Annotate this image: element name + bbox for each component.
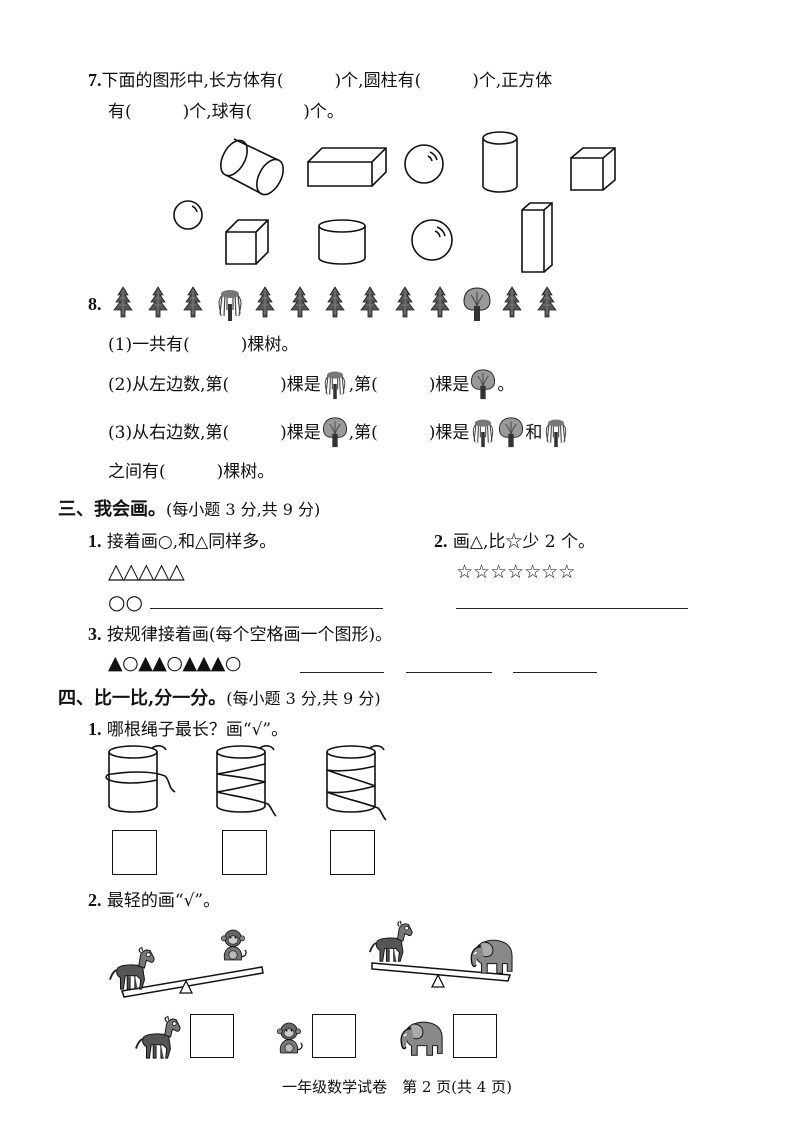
q8-sub2: (2)从左边数,第( )棵是 ,第( )棵是 。 (108, 373, 514, 398)
answer-box-monkey[interactable] (312, 1014, 356, 1058)
tall-cuboid-shape (521, 202, 553, 273)
s3-q3-number: 3. (88, 624, 102, 644)
monkey-icon (220, 929, 247, 961)
sphere-shape (411, 219, 453, 261)
sphere-small-shape (173, 200, 203, 230)
willow-tree-icon (542, 422, 570, 446)
s4-q1-text: 哪根绳子最长？画“√”。 (106, 720, 289, 740)
rope-cylinder-2 (216, 745, 277, 817)
s3-q1-start-circles: ○○ (108, 590, 143, 614)
willow-tree-icon (469, 422, 497, 446)
pine-tree-icon (148, 286, 168, 318)
pine-tree-icon (113, 286, 133, 318)
page-footer: 一年级数学试卷 第 2 页(共 4 页) (282, 1078, 512, 1096)
cylinder-upright-shape (482, 131, 518, 193)
answer-box-rope-2[interactable] (222, 830, 267, 875)
s3-q2-number: 2. (434, 531, 448, 551)
section4-header: 四、比一比,分一分。(每小题 3 分,共 9 分) (58, 684, 381, 710)
q8-sub3: (3)从右边数,第( )棵是 ,第( )棵是 和 (108, 421, 570, 446)
s4-q2-number: 2. (88, 890, 102, 910)
cube-shape (225, 219, 269, 265)
q8-sub3-line2: 之间有( )棵树。 (108, 462, 275, 482)
answer-box-elephant[interactable] (453, 1014, 497, 1058)
monkey-icon (276, 1022, 303, 1054)
q8-sub2-part-a: (2)从左边数,第( )棵是 (108, 375, 321, 395)
rope-cylinders (105, 745, 387, 821)
q8-sub2-part-b: ,第( )棵是 (348, 375, 470, 395)
seesaw-scenes (108, 919, 513, 998)
round-tree-icon (497, 422, 525, 446)
q7-number: 7. (88, 70, 102, 90)
pine-tree-icon (502, 286, 522, 318)
s4-q1-number: 1. (88, 719, 102, 739)
willow-tree-icon (218, 289, 242, 322)
q8-sub3-part-c: 和 (525, 423, 543, 443)
pine-tree-icon (255, 286, 275, 318)
s3-q2-given-stars: ☆☆☆☆☆☆☆ (456, 561, 576, 583)
s3-q3-blank-1[interactable] (300, 672, 384, 673)
pine-tree-icon (290, 286, 310, 318)
q8-sub1: (1)一共有( )棵树。 (108, 335, 299, 355)
cube-shape (570, 147, 616, 191)
s3-q1-text: 接着画○,和△同样多。 (106, 532, 277, 552)
q8-sub3-part-a: (3)从右边数,第( )棵是 (108, 423, 321, 443)
pine-tree-icon (325, 286, 345, 318)
round-tree-icon (463, 287, 491, 322)
elephant-icon (470, 939, 513, 974)
rope-cylinder-3 (326, 745, 387, 821)
round-tree-icon (321, 422, 349, 446)
s4-q1: 1. 哪根绳子最长？画“√”。 (88, 717, 288, 742)
q8-sub3-part-b: ,第( )棵是 (348, 423, 470, 443)
cylinder-short-shape (318, 219, 366, 265)
section3-title: 三、我会画。 (58, 499, 166, 520)
pine-tree-icon (360, 286, 380, 318)
q8-number: 8. (88, 294, 102, 314)
sphere-shape (404, 144, 444, 184)
section4-title: 四、比一比,分一分。 (58, 688, 227, 709)
q7-shapes (173, 131, 616, 273)
tree-row (113, 286, 557, 322)
s3-q3-blank-3[interactable] (513, 672, 597, 673)
s3-q3-text: 按规律接着画(每个空格画一个图形)。 (106, 625, 393, 645)
q8-sub2-part-c: 。 (497, 375, 515, 395)
s3-q2-answer-line[interactable] (456, 608, 688, 609)
rope-cylinder-1 (105, 745, 176, 813)
round-tree-icon (469, 374, 497, 398)
s3-q2-text: 画△,比☆少 2 个。 (452, 532, 596, 552)
answer-box-rope-1[interactable] (112, 830, 157, 875)
q7-line1: 7.下面的图形中,长方体有( )个,圆柱有( )个,正方体 (88, 68, 552, 93)
s3-q1-number: 1. (88, 531, 102, 551)
pine-tree-icon (395, 286, 415, 318)
s3-q1: 1. 接着画○,和△同样多。 (88, 529, 276, 554)
pine-tree-icon (537, 286, 557, 318)
horse-icon (108, 945, 156, 991)
section3-points: (每小题 3 分,共 9 分) (166, 500, 321, 519)
section4-points: (每小题 3 分,共 9 分) (226, 689, 381, 708)
cuboid-shape (307, 147, 387, 187)
s3-q2: 2. 画△,比☆少 2 个。 (434, 529, 595, 554)
answer-box-horse[interactable] (190, 1014, 234, 1058)
cylinder-tilted-shape (220, 138, 284, 196)
q7-text-line1: 下面的图形中,长方体有( )个,圆柱有( )个,正方体 (101, 71, 553, 91)
willow-tree-icon (321, 374, 349, 398)
answer-box-rope-3[interactable] (330, 830, 375, 875)
s3-q1-answer-line[interactable] (150, 608, 383, 609)
pine-tree-icon (430, 286, 450, 318)
q7-text-line2: 有( )个,球有( )个。 (108, 102, 344, 122)
horse-icon (134, 1014, 182, 1060)
s3-q3-blank-2[interactable] (406, 672, 492, 673)
s3-q3: 3. 按规律接着画(每个空格画一个图形)。 (88, 622, 392, 647)
pine-tree-icon (183, 286, 203, 318)
seesaw-1 (108, 929, 264, 998)
elephant-icon (400, 1021, 443, 1057)
s3-q1-given-triangles: △△△△△ (108, 559, 185, 583)
answer-row-animals (134, 1014, 443, 1060)
seesaw-2 (368, 919, 513, 988)
s4-q2: 2. 最轻的画“√”。 (88, 888, 220, 913)
s4-q2-text: 最轻的画“√”。 (106, 891, 221, 911)
s3-q3-pattern: ▲○▲▲○▲▲▲○ (108, 652, 241, 674)
horse-icon (368, 919, 414, 963)
section3-header: 三、我会画。(每小题 3 分,共 9 分) (58, 495, 320, 521)
